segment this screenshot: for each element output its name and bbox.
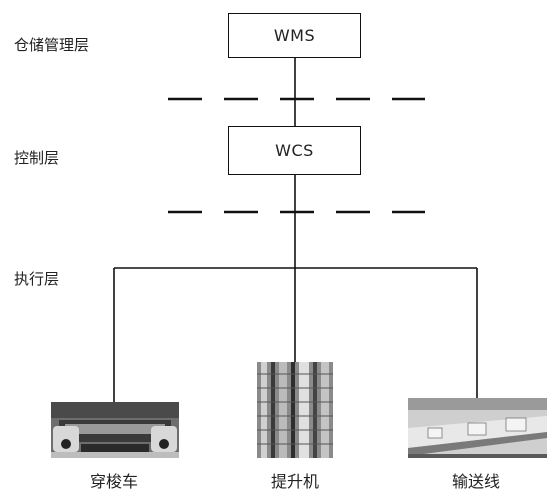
wms-box: WMS: [228, 13, 361, 58]
conveyor-photo: [408, 398, 547, 458]
shuttle-car-photo: [51, 402, 179, 458]
layer-label-control: 控制层: [14, 149, 60, 167]
layer-label-execution: 执行层: [14, 270, 60, 288]
wcs-box: WCS: [228, 126, 361, 175]
device-label-shuttle: 穿梭车: [89, 472, 138, 491]
device-label-elevator: 提升机: [270, 472, 319, 491]
layer-label-warehouse: 仓储管理层: [14, 36, 90, 54]
elevator-photo: [257, 362, 333, 458]
device-label-conveyor: 输送线: [451, 472, 500, 491]
